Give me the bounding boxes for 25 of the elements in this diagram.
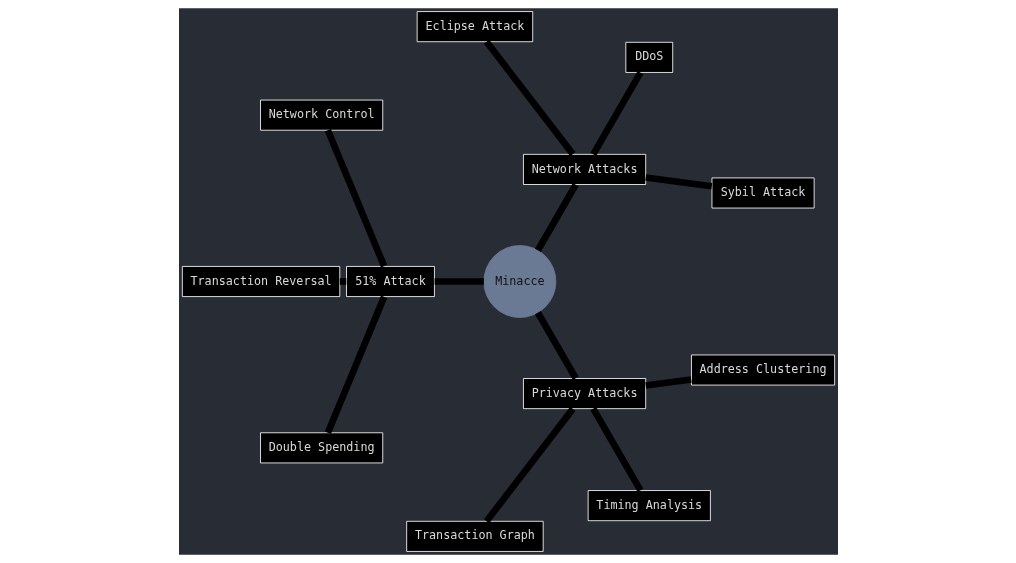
node-box: Network Control	[259, 99, 383, 131]
node-circle: Minacce	[482, 245, 556, 318]
connector	[324, 128, 387, 268]
connector	[483, 39, 575, 157]
connector	[324, 295, 387, 435]
node-box: Address Clustering	[690, 354, 835, 386]
node-box: DDoS	[624, 41, 673, 73]
connector	[483, 406, 575, 524]
connector	[589, 70, 643, 156]
connector	[434, 278, 484, 285]
node-box: Transaction Reversal	[181, 266, 340, 297]
node-box: Eclipse Attack	[416, 11, 533, 43]
connector	[589, 407, 643, 493]
node-box: Transaction Graph	[405, 520, 544, 552]
node-box: Double Spending	[259, 432, 383, 464]
node-box: Sybil Attack	[711, 177, 815, 209]
node-box: Privacy Attacks	[522, 378, 646, 410]
connector	[534, 183, 579, 252]
connector	[534, 311, 579, 380]
node-box: 51% Attack	[345, 266, 435, 297]
node-box: Timing Analysis	[587, 490, 711, 522]
connector	[644, 174, 712, 190]
node-box: Network Attacks	[522, 153, 646, 185]
connector	[644, 376, 692, 389]
connector	[339, 278, 346, 285]
